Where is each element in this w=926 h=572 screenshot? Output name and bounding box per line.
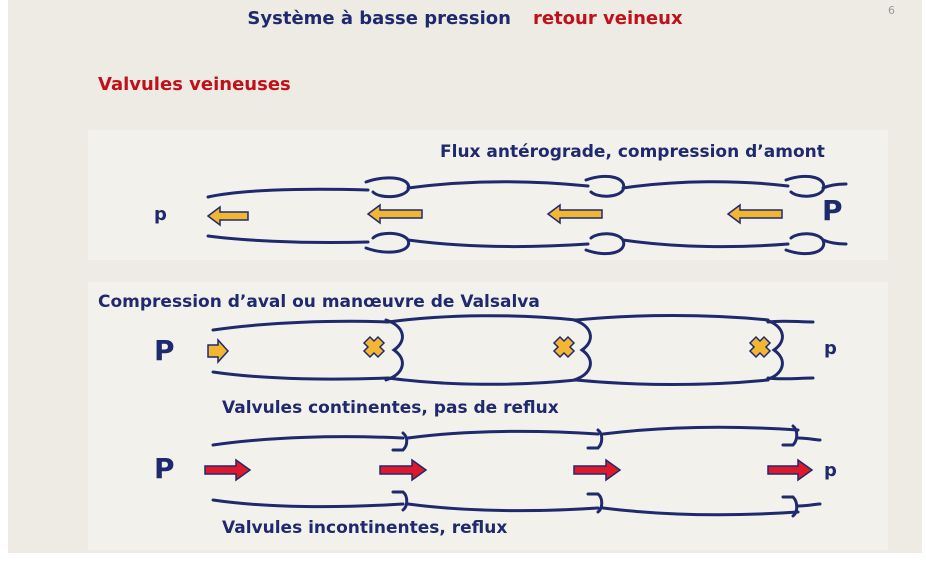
pressure-left-reflux: P [154,452,175,485]
reflux-arrow-4 [767,458,814,482]
pressure-left-valsalva: P [154,334,175,367]
section-subtitle: Valvules veineuses [98,74,291,95]
vessel-reflux [211,424,822,518]
closed-valve-3 [748,335,772,359]
pressure-right-anterograde: P [822,194,843,227]
reflux-arrow-2 [379,458,428,482]
vessel-anterograde [206,174,848,256]
arrow-left-1 [206,205,249,227]
closed-valve-1 [362,335,386,359]
slide-title: Système à basse pression retour veineux [8,8,922,29]
page-number: 6 [888,4,895,17]
caption-valsalva: Valvules continentes, pas de reflux [222,398,559,418]
reflux-arrows [204,458,814,482]
antegrade-arrow-small [207,338,230,364]
closed-valve-2 [552,335,576,359]
pressure-left-anterograde: p [154,204,167,225]
label-anterograde: Flux antérograde, compression d’amont [440,142,825,162]
title-main: Système à basse pression [247,8,511,29]
panel-valsalva-reflux [88,282,888,550]
reflux-arrow-3 [573,458,622,482]
reflux-arrow-1 [204,458,252,482]
title-highlight: retour veineux [532,8,683,29]
label-valsalva: Compression d’aval ou manœuvre de Valsal… [98,292,540,312]
valve-diagram [204,174,848,518]
arrow-left-2 [366,203,423,225]
pressure-right-valsalva: p [824,338,837,359]
pressure-right-reflux: p [824,460,837,481]
caption-reflux: Valvules incontinentes, reflux [222,518,508,538]
vessel-valsalva [211,314,815,386]
arrow-left-3 [546,203,603,225]
closed-valve-marks [362,335,772,359]
antegrade-arrows [206,203,783,227]
arrow-left-4 [726,203,783,225]
slide: Système à basse pression retour veineux 6… [8,0,922,553]
